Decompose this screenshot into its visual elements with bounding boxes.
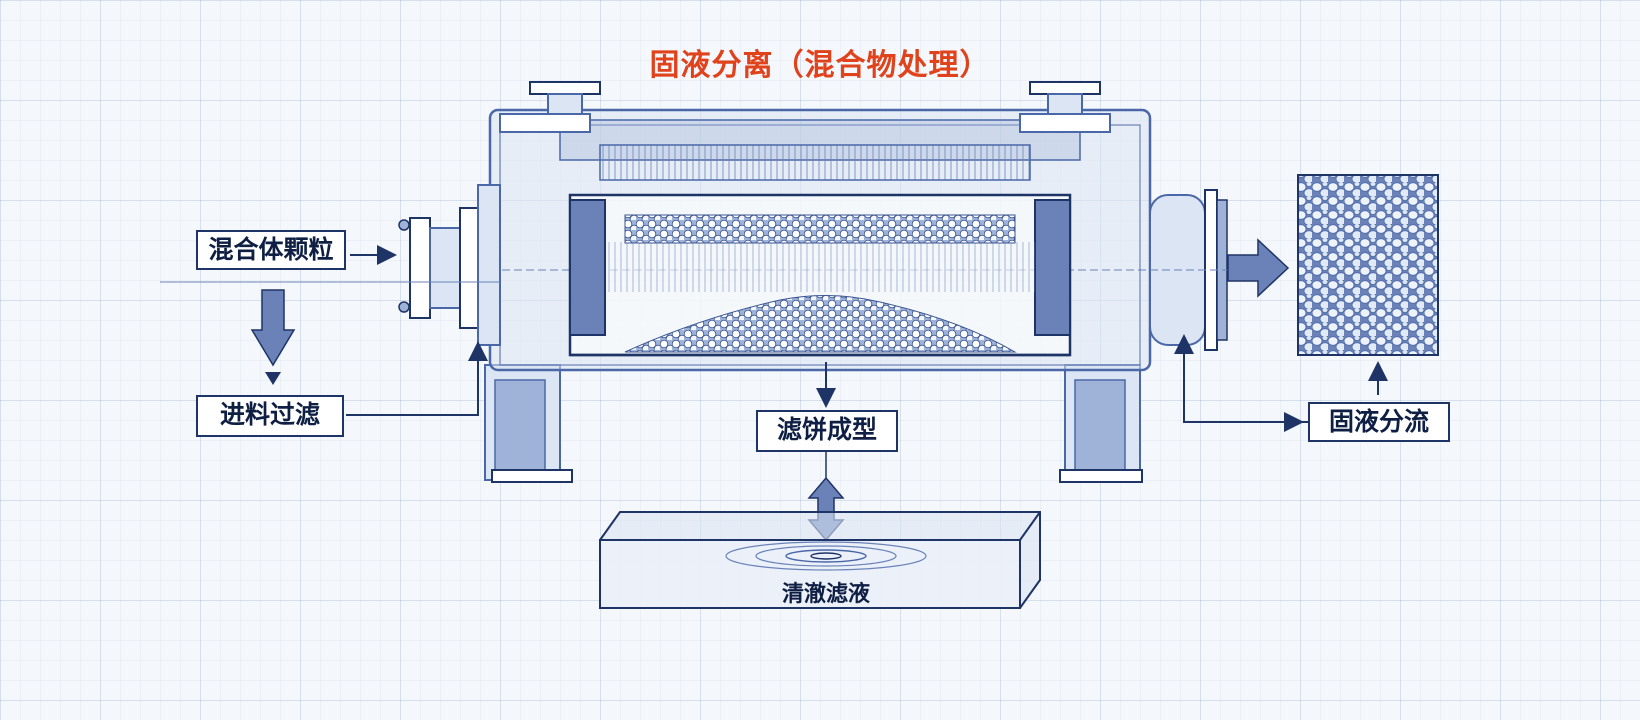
down-arrow-icon — [250, 289, 296, 367]
filter-cake-block — [1297, 174, 1439, 356]
ripple-icon — [725, 541, 927, 571]
feed-filter-arrow — [346, 341, 488, 416]
connector-lines — [346, 245, 1388, 478]
inlet-pipe — [160, 184, 501, 346]
split-back-arrow — [1174, 334, 1308, 423]
right-support-leg — [1059, 364, 1143, 483]
filter-chamber — [568, 193, 1072, 357]
down-arrow-tip-icon — [265, 372, 281, 385]
label-solid-liquid-split: 固液分流 — [1308, 402, 1450, 442]
top-left-nozzle — [499, 81, 601, 133]
output-arrow-icon — [1227, 238, 1290, 298]
outlet-pipe — [1149, 189, 1230, 351]
left-support-leg — [484, 364, 573, 483]
diagram-title: 固液分离（混合物处理） — [649, 48, 991, 83]
filtrate-tank — [599, 511, 1041, 609]
label-cake-forming: 滤饼成型 — [756, 410, 898, 452]
label-mixed-particles: 混合体颗粒 — [196, 230, 346, 270]
label-clear-filtrate: 清澈滤液 — [781, 582, 870, 607]
top-right-nozzle — [1019, 81, 1111, 133]
label-feed-filter: 进料过滤 — [196, 395, 344, 437]
